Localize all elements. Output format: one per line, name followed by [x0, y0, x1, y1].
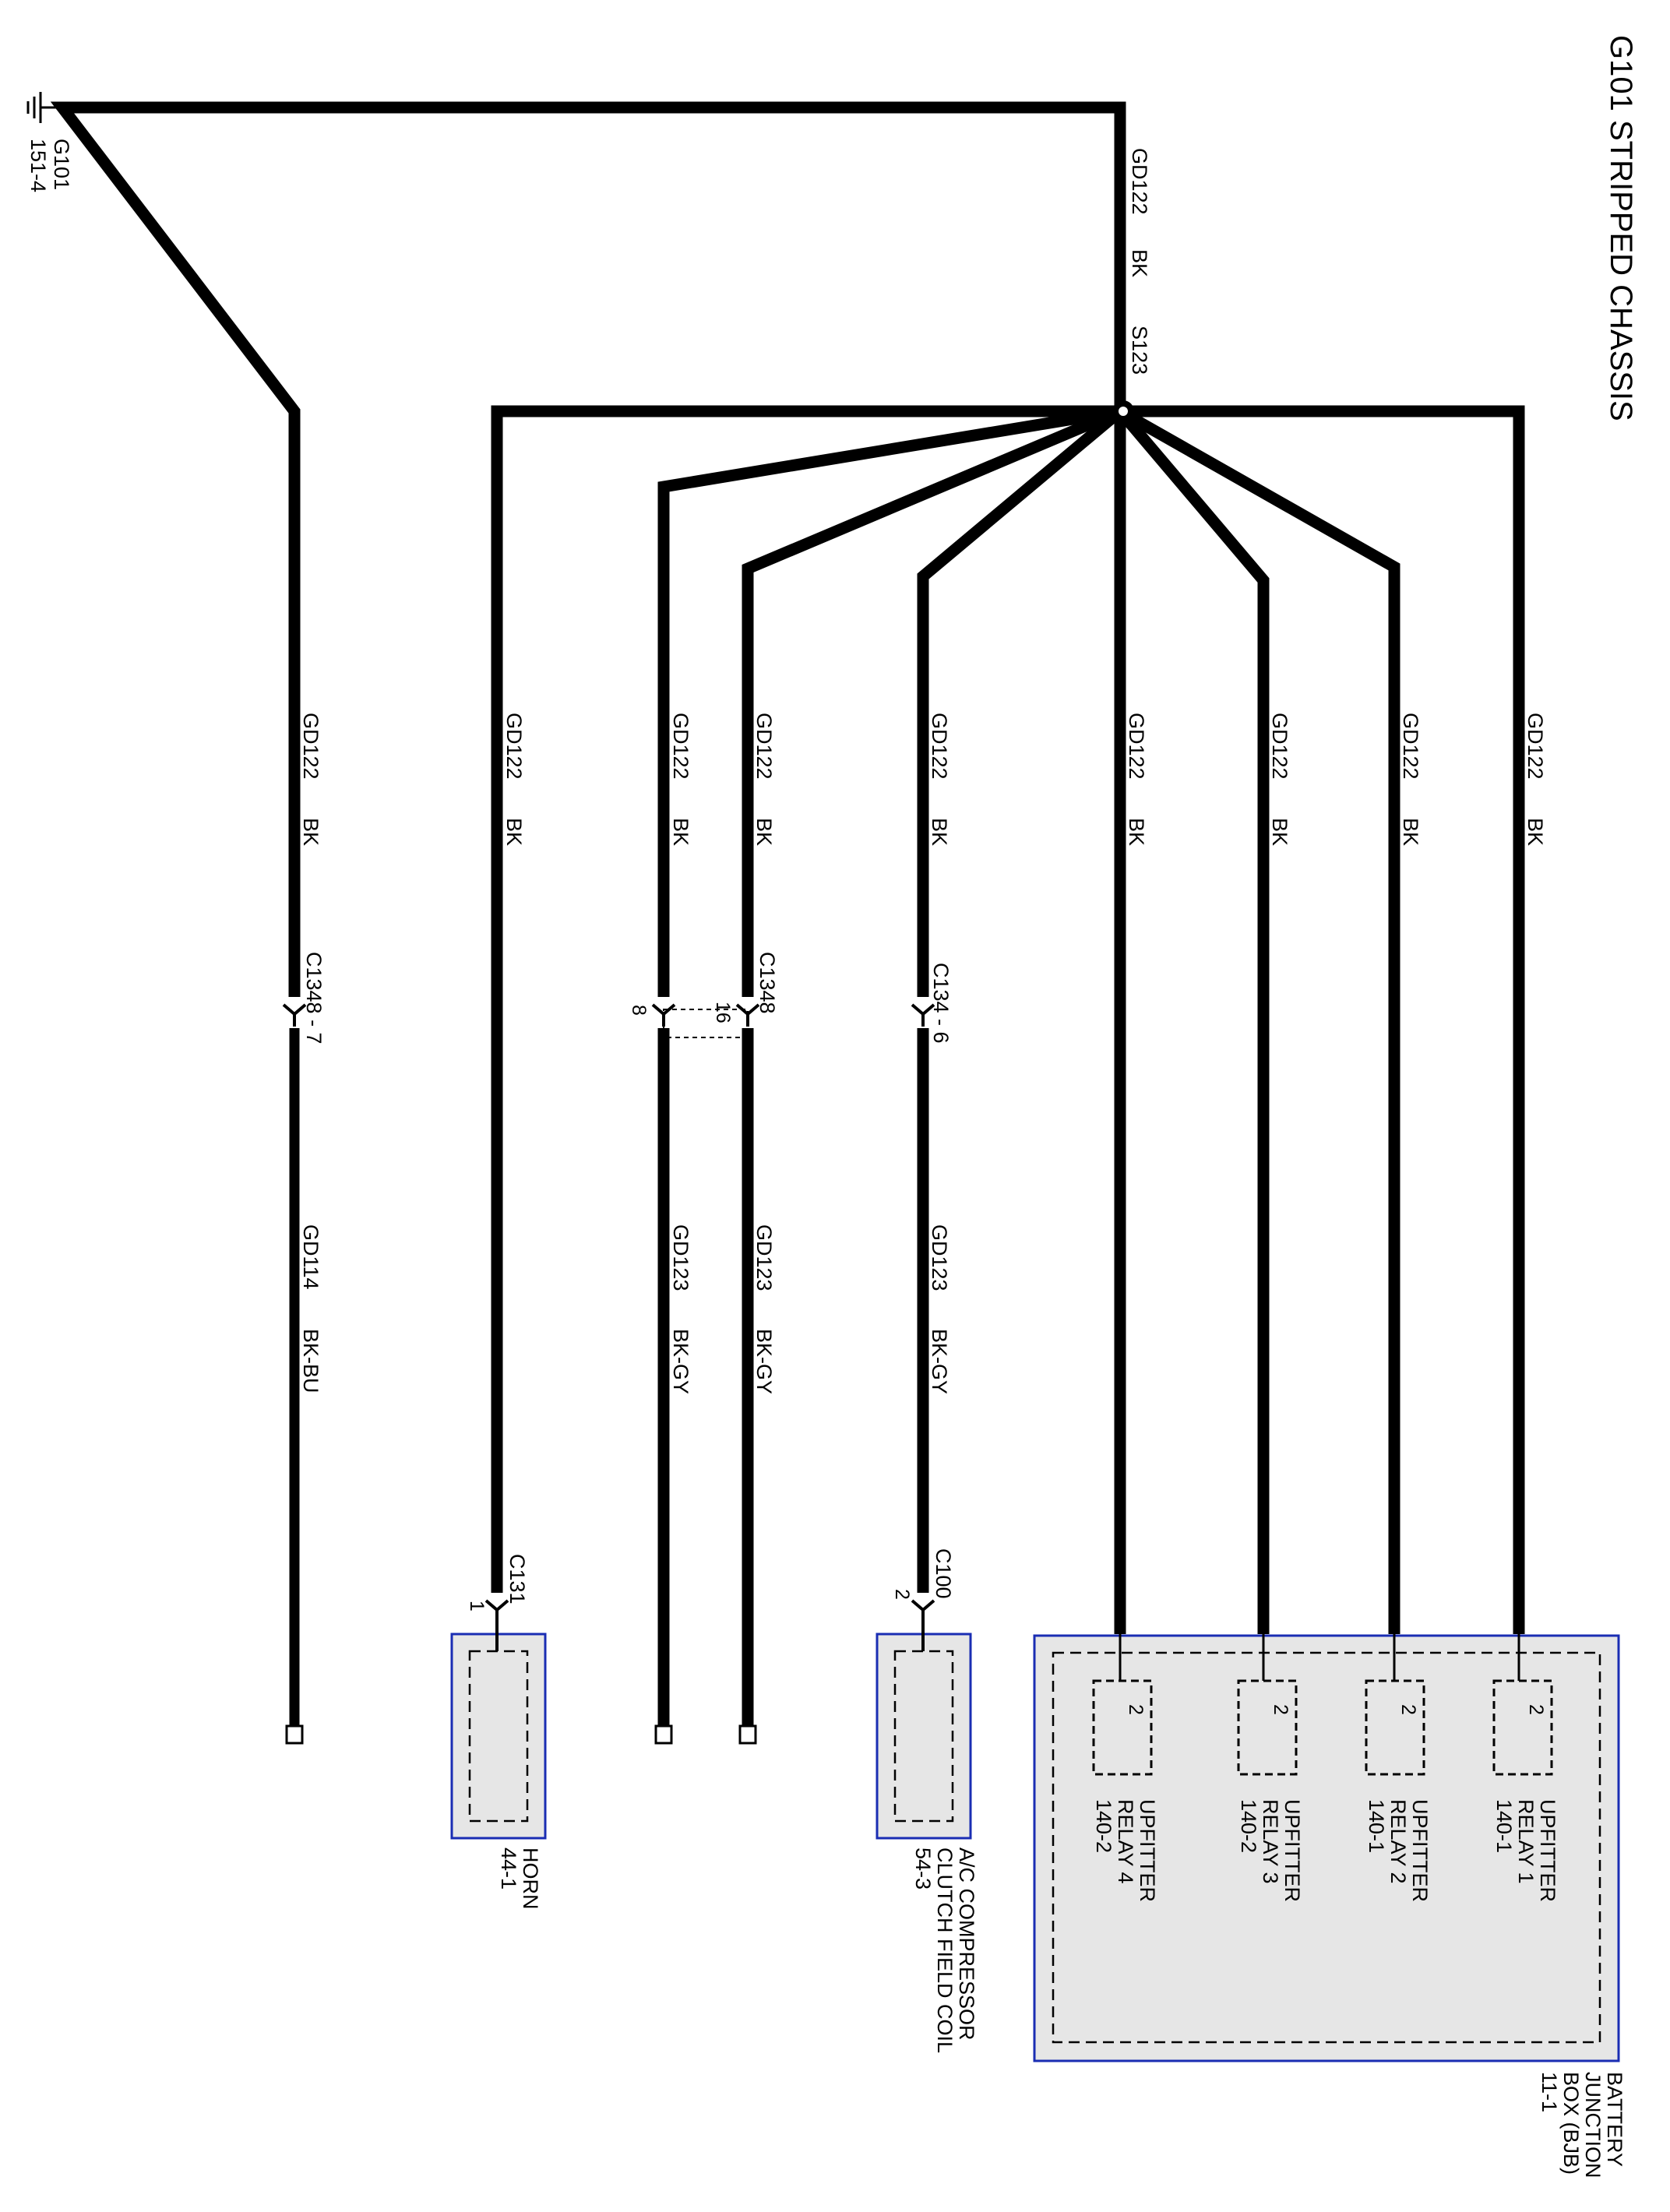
branch-4-color2: BK-GY [752, 1329, 776, 1394]
branch-5-color: BK [928, 818, 951, 846]
branch-8-circuit: GD122 [1399, 713, 1422, 780]
branch-1-circuit2: GD114 [299, 1224, 322, 1290]
bjb-component [1033, 1634, 1620, 2062]
branch-3-circuit2: GD123 [669, 1224, 692, 1291]
ac-clutch-component [876, 1633, 972, 1840]
branch-5-circuit2: GD123 [928, 1224, 951, 1291]
branch-9-color: BK [1524, 818, 1547, 846]
connector-c1348-dashed-link [663, 1009, 749, 1038]
ac-clutch-connector-icon [911, 1599, 935, 1651]
inline-connectors [282, 1003, 935, 1038]
branch-4-color: BK [752, 818, 776, 846]
branch-7-color: BK [1268, 818, 1291, 846]
horn-inner-box [468, 1650, 529, 1823]
splice-label: S123 [1128, 326, 1151, 375]
bjb-line3: BOX (BJB) [1559, 2072, 1583, 2175]
horn-name: HORN [519, 1847, 542, 1910]
wire-bus [491, 405, 1525, 1634]
branch-5-color2: BK-GY [928, 1329, 951, 1394]
horn-connector-label: C131 [506, 1554, 529, 1604]
relay-4-line2: RELAY 4 [1114, 1799, 1137, 1884]
connector-c134-6-label: C134 - 6 [929, 963, 953, 1044]
ac-clutch-ref: 54-3 [911, 1847, 935, 1890]
pin-16-label: 16 [712, 1002, 734, 1023]
terminal-branch-3 [654, 1724, 673, 1745]
bjb-line1: BATTERY [1603, 2072, 1626, 2167]
branch-4-circuit2: GD123 [752, 1224, 776, 1291]
trunk-color: BK [1128, 249, 1151, 277]
trunk-circuit: GD122 [1128, 148, 1151, 215]
branch-labels: GD122 BK GD122 BK GD122 BK GD122 BK GD12… [299, 713, 1547, 846]
splice-s123-inner [1119, 407, 1128, 416]
relay-2-ref: 140-1 [1365, 1799, 1388, 1853]
relay-3: 2 UPFITTER RELAY 3 140-2 [1237, 1679, 1304, 1902]
branch-8-color: BK [1399, 818, 1422, 846]
relay-3-ref: 140-2 [1237, 1799, 1260, 1853]
branch-1-circuit: GD122 [299, 713, 322, 780]
ac-clutch-line1: A/C COMPRESSOR [955, 1847, 978, 2041]
ac-clutch-connector-label: C100 [932, 1548, 955, 1599]
connector-c1348-7-label: C1348 - 7 [302, 952, 326, 1044]
pin-8-label: 8 [628, 1005, 650, 1016]
terminal-branch-1 [285, 1724, 304, 1745]
ac-clutch-line2: CLUTCH FIELD COIL [933, 1847, 957, 2053]
relay-1: 2 UPFITTER RELAY 1 140-1 [1492, 1679, 1559, 1902]
relay-3-pin-box [1237, 1679, 1298, 1776]
diagram-title: G101 STRIPPED CHASSIS [1604, 35, 1638, 421]
relay-1-pin-box [1492, 1679, 1553, 1776]
branch-6-circuit: GD122 [1125, 713, 1148, 780]
relay-3-pin: 2 [1270, 1704, 1291, 1715]
wire-trunk-top [50, 101, 1126, 997]
wire-branch-3 [657, 405, 1122, 997]
relay-4-ref: 140-2 [1092, 1799, 1115, 1853]
wire-branch-5 [917, 407, 1124, 997]
horn-pin-label: 1 [466, 1601, 488, 1611]
bjb-ref: 11-1 [1538, 2072, 1561, 2112]
relay-1-line1: UPFITTER [1536, 1799, 1559, 1902]
relay-3-line2: RELAY 3 [1259, 1799, 1282, 1884]
bjb-inner-box [1052, 1651, 1601, 2044]
branch-9-circuit: GD122 [1524, 713, 1547, 780]
connector-c1348-label: C1348 [756, 952, 779, 1014]
terminal-branch-4 [738, 1724, 757, 1745]
ac-clutch-inner-box [893, 1650, 954, 1823]
relay-4-line1: UPFITTER [1136, 1799, 1159, 1902]
branch-1-color2: BK-BU [299, 1329, 322, 1393]
wire-branch-8 [1117, 406, 1400, 1634]
branch-3-circuit: GD122 [669, 713, 692, 780]
ac-clutch-pin-label: 2 [891, 1589, 913, 1600]
connector-c1348-7-icon [282, 1003, 307, 1027]
relay-2: 2 UPFITTER RELAY 2 140-1 [1365, 1679, 1432, 1902]
branch-2-circuit: GD122 [502, 713, 526, 780]
branch-3-color2: BK-GY [669, 1329, 692, 1394]
relay-3-line1: UPFITTER [1281, 1799, 1304, 1902]
branch-7-circuit: GD122 [1268, 713, 1291, 780]
branch-5-circuit: GD122 [928, 713, 951, 780]
relay-2-line1: UPFITTER [1408, 1799, 1432, 1902]
connector-c134-6-icon [911, 1003, 935, 1027]
relay-2-line2: RELAY 2 [1386, 1799, 1410, 1884]
relay-1-pin: 2 [1525, 1704, 1547, 1715]
horn-component [450, 1633, 547, 1840]
branch-4-circuit: GD122 [752, 713, 776, 780]
relay-1-line2: RELAY 1 [1514, 1799, 1538, 1884]
branch-2-color: BK [502, 818, 526, 846]
branch-6-color: BK [1125, 818, 1148, 846]
bjb-line2: JUNCTION [1581, 2072, 1605, 2179]
wire-branch-4 [742, 406, 1122, 997]
ground-ref: 151-4 [26, 139, 50, 192]
relay-4-pin-box [1092, 1679, 1153, 1776]
wire-branch-7 [1115, 407, 1270, 1634]
relay-4: 2 UPFITTER RELAY 4 140-2 [1092, 1679, 1159, 1902]
horn-connector-icon [484, 1599, 509, 1651]
horn-ref: 44-1 [497, 1847, 520, 1890]
relay-1-ref: 140-1 [1492, 1799, 1516, 1853]
branch-1-color: BK [299, 818, 322, 846]
branch-3-color: BK [669, 818, 692, 846]
ground-name: G101 [50, 139, 73, 190]
relay-2-pin: 2 [1397, 1704, 1419, 1715]
relay-4-pin: 2 [1125, 1704, 1147, 1715]
wires [50, 101, 1525, 1731]
